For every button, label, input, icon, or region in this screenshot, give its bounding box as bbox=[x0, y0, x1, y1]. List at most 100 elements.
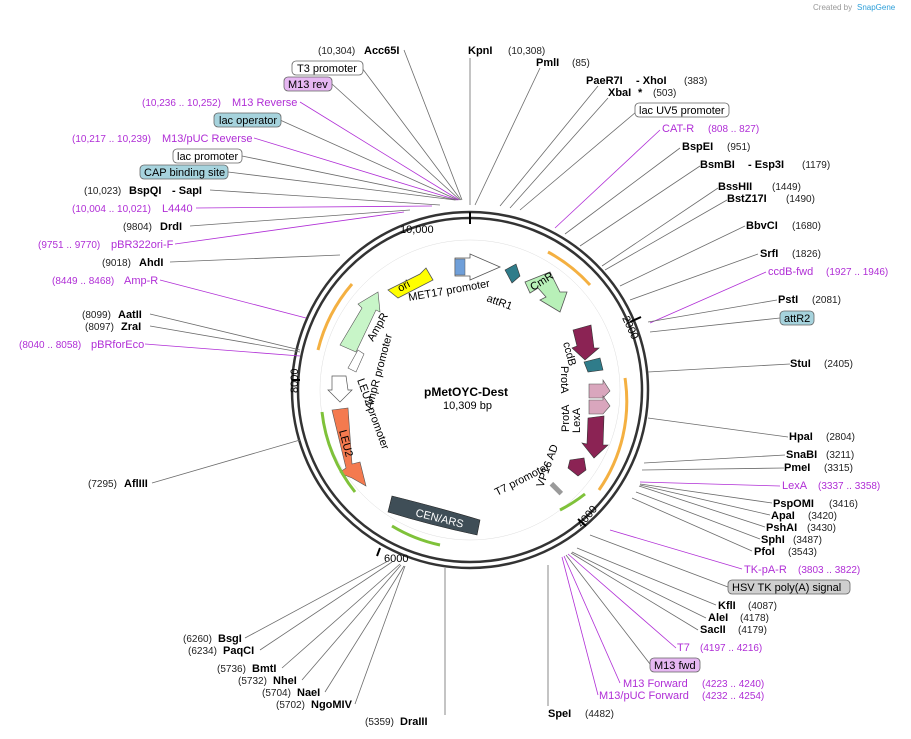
ahdi-name[interactable]: AhdI bbox=[139, 257, 163, 269]
spei-name[interactable]: SpeI bbox=[548, 708, 571, 720]
tick-label-10000: 10,000 bbox=[400, 224, 434, 236]
kfli-name[interactable]: KflI bbox=[718, 600, 736, 612]
lead-catr bbox=[554, 129, 661, 229]
acc65i-pos: (10,304) bbox=[318, 46, 355, 57]
pmei-name[interactable]: PmeI bbox=[784, 462, 810, 474]
lac-operator-label: lac operator bbox=[219, 115, 277, 127]
bsshii-name[interactable]: BssHII bbox=[718, 181, 752, 193]
m13rev-box[interactable] bbox=[283, 76, 333, 92]
attr1-arrow[interactable] bbox=[504, 263, 521, 284]
esp3i-name[interactable]: - Esp3I bbox=[748, 159, 784, 171]
m13forward-pos: (4223 .. 4240) bbox=[702, 679, 764, 690]
leu2-promoter-arrow[interactable] bbox=[327, 375, 353, 403]
psti-name[interactable]: PstI bbox=[778, 294, 798, 306]
prota-label-1: ProtA bbox=[558, 366, 570, 394]
pbrfor-name[interactable]: pBRforEco bbox=[91, 339, 144, 351]
attr2-box[interactable] bbox=[779, 310, 815, 326]
ngomiv-name[interactable]: NgoMIV bbox=[311, 699, 353, 711]
bstz17i-name[interactable]: BstZ17I bbox=[727, 193, 767, 205]
nhei-name[interactable]: NheI bbox=[273, 675, 297, 687]
vp16-arrow[interactable] bbox=[567, 457, 587, 477]
pfoi-pos: (3543) bbox=[788, 547, 817, 558]
sacii-name[interactable]: SacII bbox=[700, 624, 726, 636]
leu2-arrow[interactable] bbox=[331, 407, 367, 487]
feature-arcs bbox=[316, 250, 629, 547]
m13puc-name[interactable]: M13/pUC Reverse bbox=[162, 133, 252, 145]
m13fwd-box[interactable] bbox=[649, 657, 701, 673]
ampr-promoter-arrow[interactable] bbox=[347, 349, 365, 373]
bmti-name[interactable]: BmtI bbox=[252, 663, 276, 675]
zrai-name[interactable]: ZraI bbox=[121, 321, 141, 333]
prota-arrow-1[interactable] bbox=[588, 378, 611, 399]
ccdbfwd-pos: (1927 .. 1946) bbox=[826, 267, 888, 278]
aatii-name[interactable]: AatII bbox=[118, 309, 142, 321]
xhoi-name[interactable]: - XhoI bbox=[636, 75, 667, 87]
drdi-name[interactable]: DrdI bbox=[160, 221, 182, 233]
stui-name[interactable]: StuI bbox=[790, 358, 811, 370]
kpni-name[interactable]: KpnI bbox=[468, 45, 492, 57]
m13reverse-name[interactable]: M13 Reverse bbox=[232, 97, 297, 109]
lead-apai bbox=[639, 484, 771, 516]
t3-box[interactable] bbox=[291, 60, 364, 76]
paqci-name[interactable]: PaqCI bbox=[223, 645, 254, 657]
prota-arrow-2[interactable] bbox=[588, 395, 611, 415]
pmli-name[interactable]: PmlI bbox=[536, 57, 559, 69]
ori-arrow[interactable] bbox=[387, 267, 434, 299]
draiii-name[interactable]: DraIII bbox=[400, 716, 428, 728]
lead-bstz17i bbox=[604, 199, 728, 271]
cap-box[interactable] bbox=[139, 164, 229, 180]
tkpar-name[interactable]: TK-pA-R bbox=[744, 564, 787, 576]
lac-operator-box[interactable] bbox=[213, 112, 282, 128]
ampr-primer-name[interactable]: Amp-R bbox=[124, 275, 158, 287]
lead-pmli bbox=[474, 67, 541, 206]
alei-name[interactable]: AleI bbox=[708, 612, 728, 624]
ampr-arrow[interactable] bbox=[339, 291, 381, 353]
lacuv5-box[interactable] bbox=[634, 102, 730, 118]
bspqi-name[interactable]: BspQI bbox=[129, 185, 161, 197]
m13forward-name[interactable]: M13 Forward bbox=[623, 678, 688, 690]
bsgi-name[interactable]: BsgI bbox=[218, 633, 242, 645]
ampr-primer-pos: (8449 .. 8468) bbox=[52, 276, 114, 287]
xbai-name[interactable]: XbaI bbox=[608, 87, 631, 99]
apai-pos: (3420) bbox=[808, 511, 837, 522]
t7-primer-name[interactable]: T7 bbox=[677, 642, 690, 654]
met17-promoter-arrow[interactable] bbox=[454, 253, 502, 281]
sphi-pos: (3487) bbox=[793, 535, 822, 546]
lead-bmti bbox=[281, 563, 401, 669]
xhoi-dash: - bbox=[636, 75, 643, 87]
bspei-name[interactable]: BspEI bbox=[682, 141, 713, 153]
catr-name[interactable]: CAT-R bbox=[662, 123, 694, 135]
l4440-name[interactable]: L4440 bbox=[162, 203, 193, 215]
hsvtk-box[interactable] bbox=[727, 579, 851, 595]
lac-promoter-label: lac promoter bbox=[177, 151, 238, 163]
srfi-pos: (1826) bbox=[792, 249, 821, 260]
lac-promoter-box[interactable] bbox=[172, 148, 243, 164]
naei-name[interactable]: NaeI bbox=[297, 687, 320, 699]
lead-attr2 bbox=[649, 317, 781, 333]
lexa-primer-name[interactable]: LexA bbox=[782, 480, 808, 492]
paer7i-name[interactable]: PaeR7I bbox=[586, 75, 623, 87]
pspomi-name[interactable]: PspOMI bbox=[773, 498, 814, 510]
srfi-name[interactable]: SrfI bbox=[760, 248, 778, 260]
pshai-name[interactable]: PshAI bbox=[766, 522, 797, 534]
m13pucfwd-name[interactable]: M13/pUC Forward bbox=[599, 690, 689, 702]
green-arc-1 bbox=[320, 411, 357, 493]
bsmbi-name[interactable]: BsmBI bbox=[700, 159, 735, 171]
pbr322-name[interactable]: pBR322ori-F bbox=[111, 239, 174, 251]
cen-ars-arrow[interactable] bbox=[387, 495, 481, 536]
bbvci-name[interactable]: BbvCI bbox=[746, 220, 778, 232]
hpai-name[interactable]: HpaI bbox=[789, 431, 813, 443]
acc65i-name[interactable]: Acc65I bbox=[364, 45, 399, 57]
apai-name[interactable]: ApaI bbox=[771, 510, 795, 522]
ccdb-arrow[interactable] bbox=[571, 324, 600, 361]
pfoi-name[interactable]: PfoI bbox=[754, 546, 775, 558]
sapi-name[interactable]: - SapI bbox=[172, 185, 202, 197]
attr2-arrow[interactable] bbox=[583, 357, 604, 373]
cmr-arrow[interactable] bbox=[524, 271, 568, 313]
lexa-arrow[interactable] bbox=[581, 415, 609, 459]
lead-hsvtk bbox=[589, 534, 729, 588]
snabi-name[interactable]: SnaBI bbox=[786, 449, 817, 461]
sphi-name[interactable]: SphI bbox=[761, 534, 785, 546]
ccdbfwd-name[interactable]: ccdB-fwd bbox=[768, 266, 813, 278]
aflii-name[interactable]: AflIII bbox=[124, 478, 148, 490]
